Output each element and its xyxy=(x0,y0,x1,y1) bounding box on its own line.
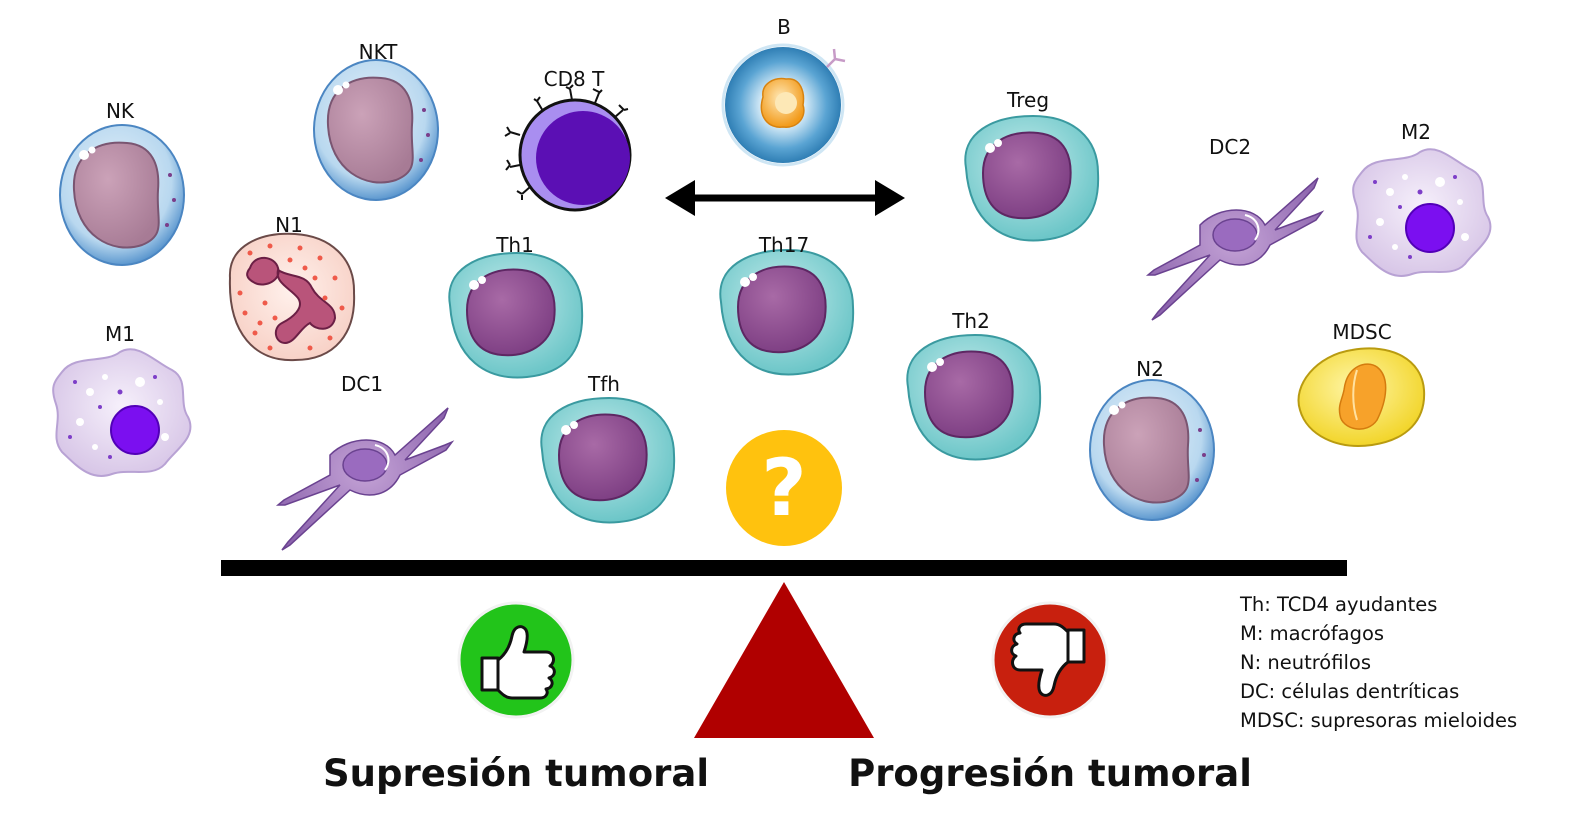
nk-cell xyxy=(59,124,185,266)
b-cell xyxy=(721,43,846,167)
nkt-cell xyxy=(313,59,439,201)
dc2-cell xyxy=(1145,177,1325,321)
question-mark: ? xyxy=(761,444,806,534)
m2-cell xyxy=(1352,148,1492,277)
legend-item-mdsc: MDSC: supresoras mieloides xyxy=(1240,709,1518,732)
outcome-suppression: Supresión tumoral xyxy=(322,752,710,795)
dc1-cell xyxy=(275,407,455,551)
label-b: B xyxy=(777,15,791,39)
label-th1: Th1 xyxy=(496,233,534,257)
legend-item-th: Th: TCD4 ayudantes xyxy=(1240,593,1438,616)
treg-cell xyxy=(964,114,1100,242)
label-n1: N1 xyxy=(275,213,303,237)
legend-item-n: N: neutrófilos xyxy=(1240,651,1372,674)
balance-fulcrum xyxy=(694,582,874,738)
label-cd8t: CD8 T xyxy=(543,67,605,91)
label-th17: Th17 xyxy=(758,233,810,257)
label-th2: Th2 xyxy=(952,309,990,333)
label-dc2: DC2 xyxy=(1208,135,1252,159)
th1-cell xyxy=(448,251,584,379)
n2-cell xyxy=(1089,379,1215,521)
legend-item-dc: DC: células dentríticas xyxy=(1240,680,1460,703)
double-arrow xyxy=(665,180,905,216)
outcome-progression: Progresión tumoral xyxy=(848,752,1252,795)
th17-cell xyxy=(719,248,855,376)
mdsc-cell xyxy=(1297,347,1426,447)
label-nkt: NKT xyxy=(358,40,398,64)
label-dc1: DC1 xyxy=(340,372,384,396)
n1-cell xyxy=(228,232,356,362)
label-mdsc: MDSC xyxy=(1332,320,1392,344)
label-treg: Treg xyxy=(1006,88,1050,112)
question-badge: ? xyxy=(726,430,842,546)
label-n2: N2 xyxy=(1136,357,1164,381)
legend-item-m: M: macrófagos xyxy=(1240,622,1385,645)
cd8t-cell xyxy=(504,84,632,212)
label-nk: NK xyxy=(105,99,135,123)
m1-cell xyxy=(52,348,192,477)
thumbs-down-icon xyxy=(991,601,1109,719)
balance-beam xyxy=(221,560,1347,576)
thumbs-up-icon xyxy=(457,601,575,719)
label-m2: M2 xyxy=(1401,120,1431,144)
abbreviation-legend: Th: TCD4 ayudantes M: macrófagos N: neut… xyxy=(1240,590,1517,735)
th2-cell xyxy=(906,333,1042,461)
label-m1: M1 xyxy=(105,322,135,346)
label-tfh: Tfh xyxy=(588,372,620,396)
tfh-cell xyxy=(540,396,676,524)
